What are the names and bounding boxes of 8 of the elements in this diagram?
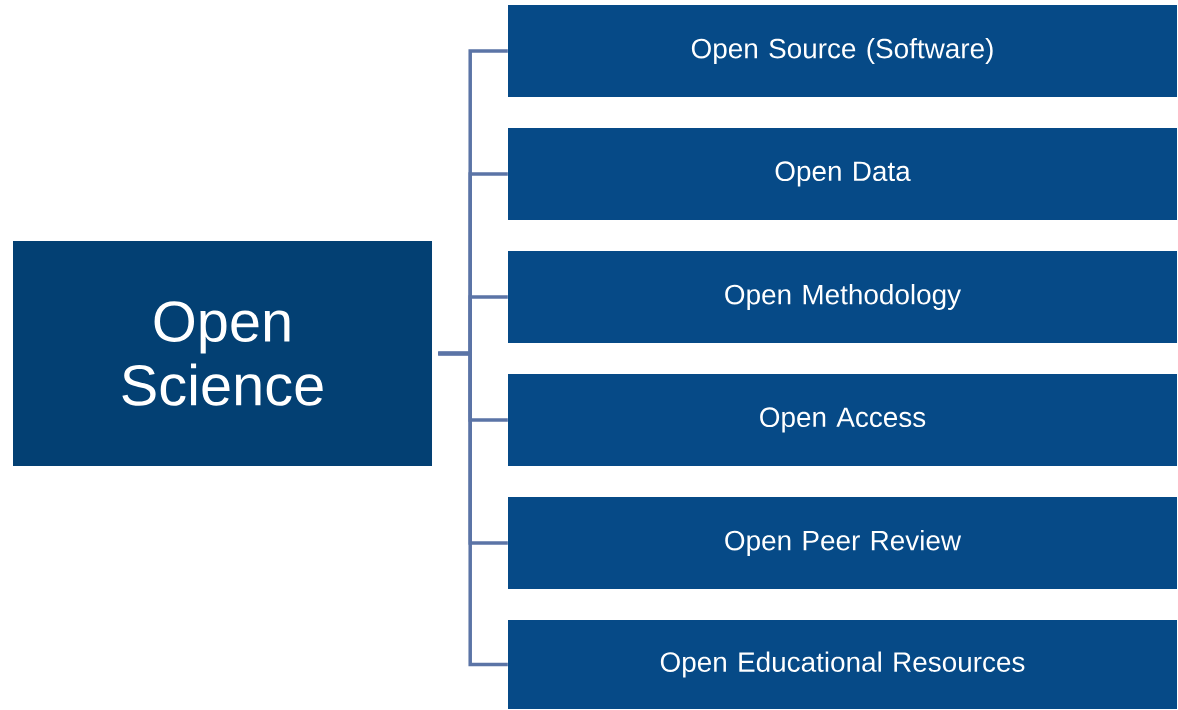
- subtopic-box: Open Source (Software): [508, 5, 1177, 97]
- subtopic-box: Open Data: [508, 128, 1177, 220]
- subtopic-box: Open Educational Resources: [508, 620, 1177, 709]
- subtopic-box: Open Peer Review: [508, 497, 1177, 589]
- topic-box: Open Science: [13, 241, 432, 466]
- subtopic-box: Open Methodology: [508, 251, 1177, 343]
- connector-line: [438, 351, 508, 667]
- subtopic-box: Open Access: [508, 374, 1177, 466]
